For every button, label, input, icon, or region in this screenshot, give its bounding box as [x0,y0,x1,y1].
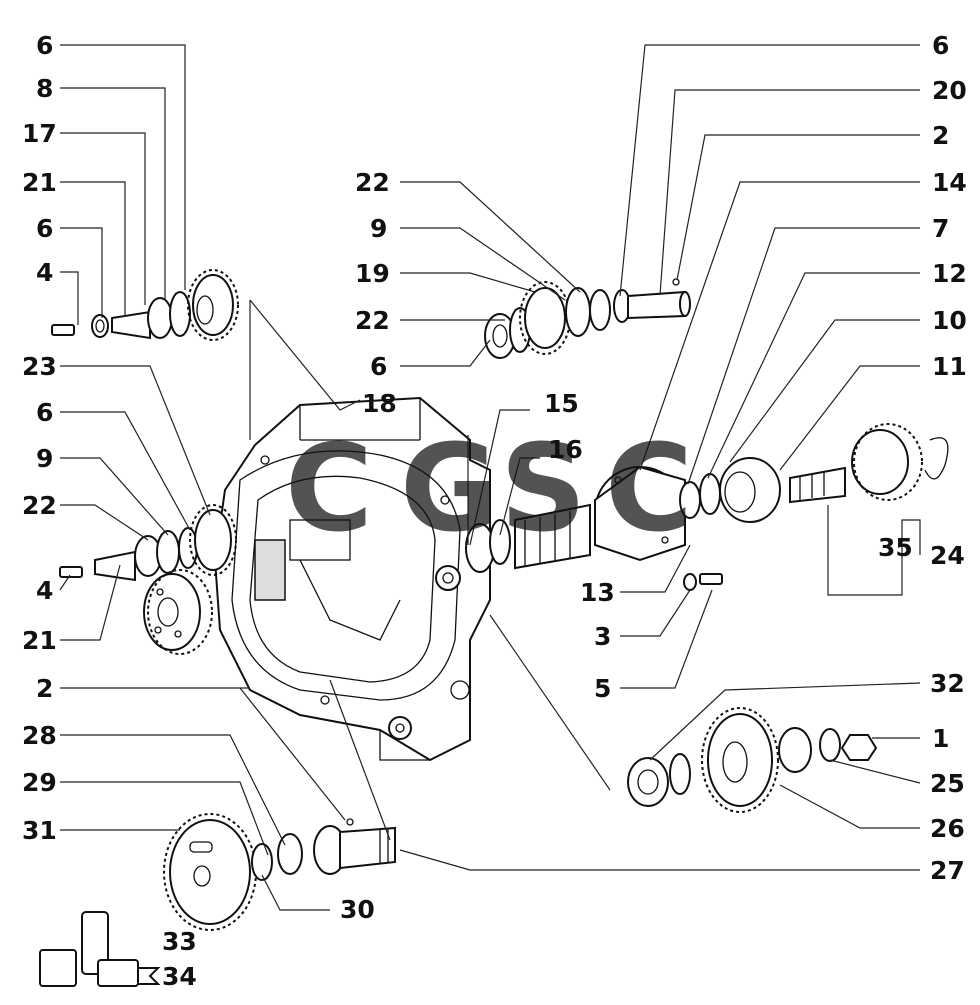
part-label: 25 [930,769,965,798]
center-labels: 22 9 19 22 6 18 15 16 13 3 5 35 30 33 34 [162,168,913,991]
part-label: 4 [36,576,53,605]
watermark-letter: C [285,420,373,559]
lower-right-gear-assembly [627,707,878,813]
part-label: 17 [22,119,57,148]
part-label: 33 [162,927,197,956]
part-label: 21 [22,626,57,655]
part-label: 31 [22,816,57,845]
part-label: 11 [932,352,967,381]
part-label: 4 [36,258,53,287]
part-label: 34 [162,962,197,991]
part-label: 20 [932,76,967,105]
part-label: 7 [932,214,949,243]
part-label: 19 [355,259,390,288]
part-label: 5 [594,674,611,703]
part-label: 18 [362,389,397,418]
part-label: 6 [36,31,53,60]
lower-left-gear-assembly [39,813,396,987]
part-label: 35 [878,533,913,562]
part-label: 9 [370,214,387,243]
part-label: 6 [370,352,387,381]
part-label: 13 [580,578,615,607]
part-label: 22 [355,168,390,197]
part-label: 1 [932,724,949,753]
part-label: 30 [340,895,375,924]
part-label: 9 [36,444,53,473]
left-labels: 6 8 17 21 6 4 23 6 9 22 4 21 2 28 29 31 [22,31,57,845]
part-label: 26 [930,814,965,843]
part-label: 12 [932,259,967,288]
main-housing [213,396,491,762]
middle-left-shaft-assembly [59,504,237,655]
watermark-letter: G [400,420,499,559]
part-label: 8 [36,74,53,103]
part-label: 2 [36,674,53,703]
part-label: 2 [932,121,949,150]
part-label: 23 [22,352,57,381]
parts-drawing [39,269,949,987]
part-label: 6 [932,31,949,60]
watermark-logo: C G S C [285,420,693,559]
part-label: 32 [930,669,965,698]
upper-center-shaft-assembly [484,278,691,359]
part-label: 10 [932,306,967,335]
part-label: 27 [930,856,965,885]
part-label: 24 [930,541,965,570]
right-labels: 6 20 2 14 7 12 10 11 24 32 1 25 26 27 [930,31,967,885]
part-label: 29 [22,768,57,797]
part-label: 6 [36,398,53,427]
part-label: 21 [22,168,57,197]
part-label: 6 [36,214,53,243]
watermark-letter: S [500,420,586,559]
part-label: 14 [932,168,967,197]
part-label: 22 [22,491,57,520]
right-main-shaft-assembly [465,423,949,591]
watermark-letter: C [605,420,693,559]
part-label: 28 [22,721,57,750]
part-label: 15 [544,389,579,418]
leader-lines [59,44,921,911]
upper-left-shaft-assembly [51,269,239,341]
part-label: 16 [548,435,583,464]
part-label: 3 [594,622,611,651]
part-label: 22 [355,306,390,335]
